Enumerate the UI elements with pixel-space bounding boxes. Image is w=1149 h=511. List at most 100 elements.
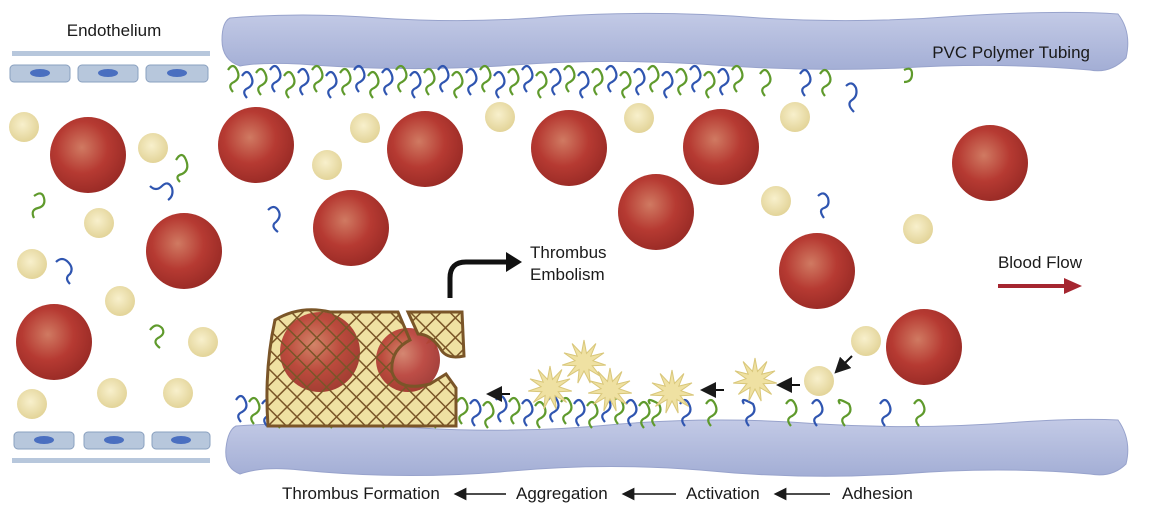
free-proteins (31, 67, 914, 349)
protein-strand (521, 64, 534, 93)
cell-nucleus (171, 436, 191, 444)
platelet (17, 249, 47, 279)
protein-strand (493, 70, 506, 99)
protein-strand (577, 70, 590, 99)
platelet (17, 389, 47, 419)
platelet (903, 214, 933, 244)
platelet (163, 378, 193, 408)
platelet (804, 366, 834, 396)
protein-strand (248, 396, 261, 425)
red-blood-cells (16, 107, 1028, 385)
tubing-label: PVC Polymer Tubing (932, 43, 1090, 62)
protein-strand (625, 398, 638, 427)
thrombus (265, 308, 466, 428)
protein-strand (647, 64, 660, 93)
step-activation: Activation (686, 484, 760, 503)
platelet (188, 327, 218, 357)
red-blood-cell (683, 109, 759, 185)
protein-strand (638, 400, 651, 429)
protein-strand (759, 68, 772, 97)
protein-strand (381, 67, 394, 96)
platelet (780, 102, 810, 132)
protein-strand (395, 64, 408, 93)
activated-platelet (733, 357, 777, 402)
red-blood-cell (387, 111, 463, 187)
cell-nucleus (30, 69, 50, 77)
protein-strand (149, 182, 174, 201)
protein-strand (560, 396, 573, 425)
blood-flow-label: Blood Flow (998, 253, 1083, 272)
platelet (624, 103, 654, 133)
protein-strand (586, 400, 599, 429)
curved-arrow-head (506, 252, 522, 272)
protein-strand (283, 70, 296, 99)
protein-strand (456, 396, 469, 425)
platelet (84, 208, 114, 238)
protein-strand (227, 64, 240, 93)
protein-strand (845, 82, 858, 113)
protein-strand (717, 67, 730, 96)
protein-strand (619, 70, 632, 99)
activated-platelet (528, 365, 572, 410)
endothelium-top-membrane (12, 51, 210, 56)
protein-strand (495, 394, 508, 423)
cell-nucleus (98, 69, 118, 77)
protein-strand (689, 64, 702, 93)
protein-strand (817, 192, 830, 219)
protein-strand (913, 398, 926, 427)
tubing-top-wall (221, 11, 1129, 72)
red-blood-cell (779, 233, 855, 309)
protein-strand (465, 67, 478, 96)
endothelium-bottom-cells (13, 431, 211, 450)
protein-strand (811, 398, 824, 427)
embolism-label-line1: Thrombus (530, 243, 607, 262)
platelet (97, 378, 127, 408)
protein-strand (661, 70, 674, 99)
protein-strand (785, 398, 798, 427)
protein-strand (325, 70, 338, 99)
tubing-bottom-wall (225, 418, 1129, 477)
protein-strand (591, 67, 604, 96)
endothelium: Endothelium (9, 21, 211, 463)
step-aggregation: Aggregation (516, 484, 608, 503)
protein-strand (647, 398, 662, 427)
red-blood-cell (531, 110, 607, 186)
platelets (9, 102, 933, 419)
protein-strand (903, 67, 914, 84)
platelet (350, 113, 380, 143)
protein-strand (879, 398, 892, 427)
protein-strand (55, 257, 73, 285)
protein-strand (741, 398, 756, 427)
protein-strand (799, 68, 812, 97)
activated-platelets (422, 313, 777, 414)
red-blood-cell (313, 190, 389, 266)
protein-strand (31, 192, 46, 219)
activated-platelet (650, 369, 694, 414)
protein-strand (482, 400, 495, 429)
protein-strand (297, 67, 310, 96)
protein-strand (675, 67, 688, 96)
platelet (312, 150, 342, 180)
protein-strand (703, 70, 716, 99)
protein-strand (633, 67, 646, 96)
red-blood-cell (952, 125, 1028, 201)
protein-strand (367, 70, 380, 99)
step-thrombus-formation: Thrombus Formation (282, 484, 440, 503)
protein-strand (255, 67, 268, 96)
platelet (851, 326, 881, 356)
protein-strand (353, 64, 366, 93)
protein-strand (819, 68, 832, 97)
activated-platelet (562, 339, 606, 384)
red-blood-cell (618, 174, 694, 250)
protein-strand (705, 398, 718, 427)
endothelium-top-cells (9, 64, 209, 83)
protein-strand (469, 398, 482, 427)
down-left-arrow-icon (834, 355, 853, 374)
protein-strand (267, 205, 281, 233)
protein-strand (311, 64, 324, 93)
protein-strand (521, 398, 534, 427)
embolism-callout: Thrombus Embolism (447, 243, 607, 298)
endothelium-bottom-membrane (12, 458, 210, 463)
platelet (138, 133, 168, 163)
